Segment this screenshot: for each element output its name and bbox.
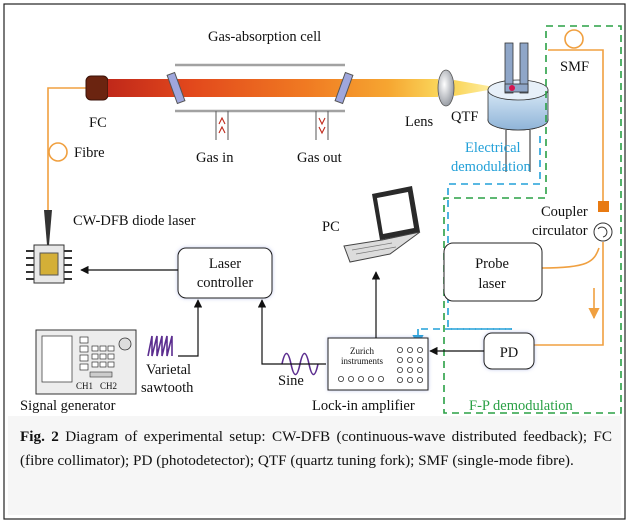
label-zurich-1: Zurich (350, 346, 374, 356)
label-fc: FC (89, 115, 107, 131)
figure-caption: Fig. 2 Diagram of experimental setup: CW… (20, 425, 612, 473)
quartz-tuning-fork (487, 42, 549, 172)
caption-figure-number: Fig. 2 (20, 428, 59, 445)
focused-beam (454, 80, 500, 96)
laser-beam (108, 79, 438, 97)
label-ch2: CH2 (100, 381, 117, 391)
label-fp-demod: F-P demodulation (469, 398, 574, 414)
label-coupler: Coupler (541, 204, 588, 220)
pc-laptop (343, 186, 421, 263)
fp-demod-boundary (443, 25, 622, 414)
label-laser-controller-2: controller (197, 275, 254, 291)
label-gas-cell: Gas-absorption cell (208, 29, 321, 45)
label-laser-name: CW-DFB diode laser (73, 213, 196, 229)
gas-ports (215, 111, 329, 140)
sawtooth-wave (147, 335, 173, 357)
label-sine: Sine (278, 373, 304, 389)
caption-background (8, 416, 621, 515)
label-pc: PC (322, 219, 340, 235)
probe-laser-box (443, 242, 543, 302)
label-lockin: Lock-in amplifier (312, 398, 415, 414)
label-fibre: Fibre (74, 145, 105, 161)
signal-generator (35, 329, 137, 395)
label-ch1: CH1 (76, 381, 93, 391)
laser-controller-box (177, 247, 273, 299)
label-gas-in: Gas in (196, 150, 234, 166)
caption-text: Diagram of experimental setup: CW-DFB (c… (20, 428, 613, 469)
label-smf: SMF (560, 59, 589, 75)
label-lens: Lens (405, 114, 434, 130)
figure-frame (3, 3, 626, 520)
label-zurich-2: instruments (341, 356, 383, 366)
circulator-icon (593, 222, 613, 242)
label-signal-generator: Signal generator (20, 398, 116, 414)
fibre-collimator (85, 75, 109, 101)
optical-fibre (47, 29, 604, 346)
label-pd: PD (500, 345, 519, 361)
label-varietal: Varietal (146, 362, 191, 378)
lens (437, 69, 455, 107)
label-probe-1: Probe (475, 256, 509, 272)
dfb-laser (26, 210, 72, 284)
label-electrical-1: Electrical (465, 140, 521, 156)
label-laser-controller-1: Laser (209, 256, 241, 272)
signal-wires (80, 265, 484, 365)
label-electrical-2: demodulation (451, 159, 531, 175)
label-qtf: QTF (451, 109, 478, 125)
label-circulator: circulator (532, 223, 588, 239)
label-probe-2: laser (478, 276, 506, 292)
lockin-knobs (337, 346, 423, 383)
label-sawtooth: sawtooth (141, 380, 194, 396)
gas-flow-arrows (218, 116, 326, 135)
label-gas-out: Gas out (297, 150, 342, 166)
gas-absorption-cell (166, 63, 354, 113)
coupler (598, 201, 609, 212)
